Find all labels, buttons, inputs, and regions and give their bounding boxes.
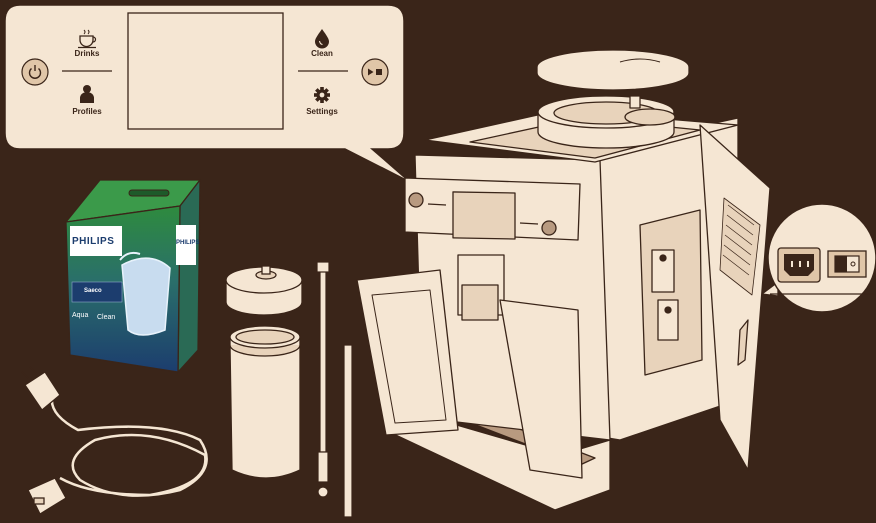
box-sub-brand: Saeco: [84, 288, 102, 294]
power-inlet-icon: [778, 248, 820, 282]
filter-cartridge: [122, 258, 170, 335]
box-product-a: Aqua: [72, 312, 88, 319]
water-filter-box: [66, 180, 200, 372]
bean-container: [538, 96, 675, 148]
box-brand-side: PHILIPS: [176, 240, 199, 246]
machine-control-panel: [405, 178, 580, 240]
milk-tube: [317, 262, 329, 497]
bean-hopper-lid: [537, 50, 689, 90]
display-screen: [128, 13, 283, 129]
power-socket-callout: [762, 204, 876, 312]
profiles-label: Profiles: [72, 107, 101, 116]
milk-container: [230, 326, 300, 478]
appliance-plug-icon: [28, 478, 66, 514]
clean-label: Clean: [311, 49, 333, 58]
brew-group: [640, 210, 702, 375]
drinks-label: Drinks: [75, 49, 100, 58]
power-cord: [52, 398, 207, 496]
box-product-b: Clean: [97, 314, 115, 321]
box-brand: PHILIPS: [72, 236, 114, 247]
control-panel-callout: [5, 5, 410, 182]
settings-label: Settings: [306, 107, 338, 116]
settings-button[interactable]: [314, 87, 330, 103]
cleaning-pin: [344, 345, 352, 517]
start-stop-button[interactable]: [362, 59, 388, 85]
gear-icon: [314, 87, 330, 103]
coffee-machine: [357, 50, 770, 510]
milk-jug-lid: [226, 266, 302, 315]
power-switch-icon: [828, 251, 866, 277]
power-button[interactable]: [22, 59, 48, 85]
